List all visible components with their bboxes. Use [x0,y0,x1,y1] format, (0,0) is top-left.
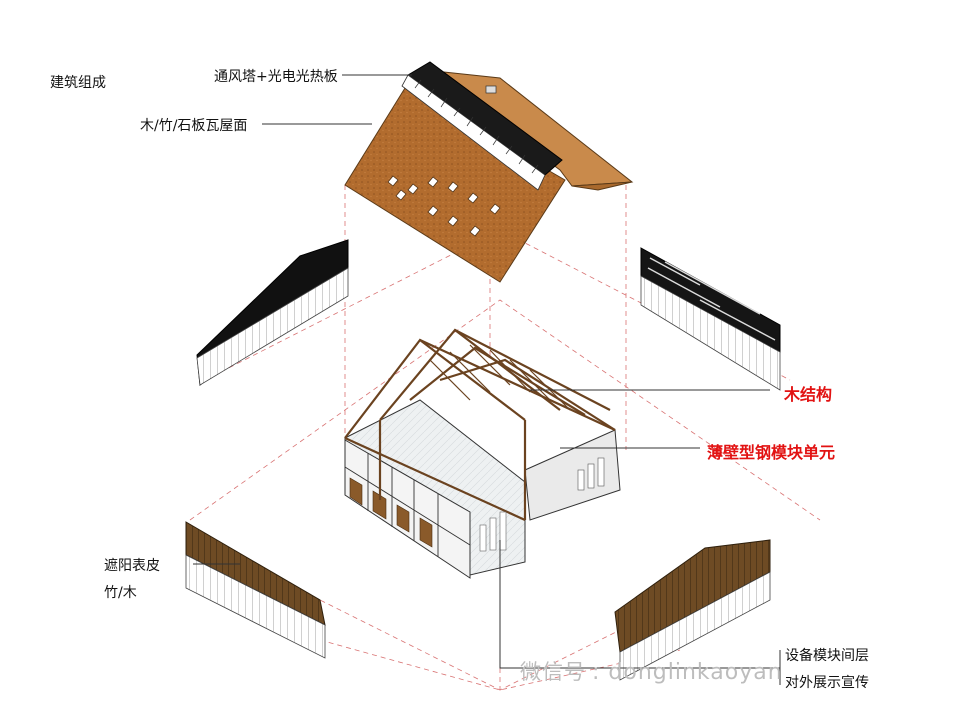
label-equipment-layer: 设备模块间层 [785,648,869,664]
label-vent-tower-pv: 通风塔+光电光热板 [214,69,338,85]
label-exhibition: 对外展示宣传 [785,675,869,691]
central-structure [344,328,621,579]
right-module [524,429,621,521]
left-wall-panel [196,239,349,386]
watermark-handle: : donglinkaoyan [592,660,783,685]
roof-assembly [344,61,634,283]
front-module-face [344,439,471,579]
label-roof-tiles: 木/竹/石板瓦屋面 [140,118,248,134]
leader-lines [193,74,781,685]
watermark: 微信号: donglinkaoyan [520,656,783,686]
timber-frame [344,328,616,522]
label-timber-structure: 木结构 [784,385,833,404]
label-steel-module: 薄壁型钢模块单元 [707,443,836,462]
diagram-title: 建筑组成 [50,75,106,91]
label-bamboo-wood: 竹/木 [104,585,137,601]
vent-louver-lines [414,79,539,174]
roof-gable [571,181,633,191]
equipment-layer-panel [614,539,771,681]
watermark-prefix: 微信号 [520,660,586,684]
right-wall-panel [640,247,781,391]
shading-skin-panel [185,521,326,659]
roof-vent-box [485,85,497,94]
label-shade-skin: 遮阳表皮 [104,558,160,574]
roof-skylights [387,175,501,237]
vent-tower-louvers [401,74,546,191]
